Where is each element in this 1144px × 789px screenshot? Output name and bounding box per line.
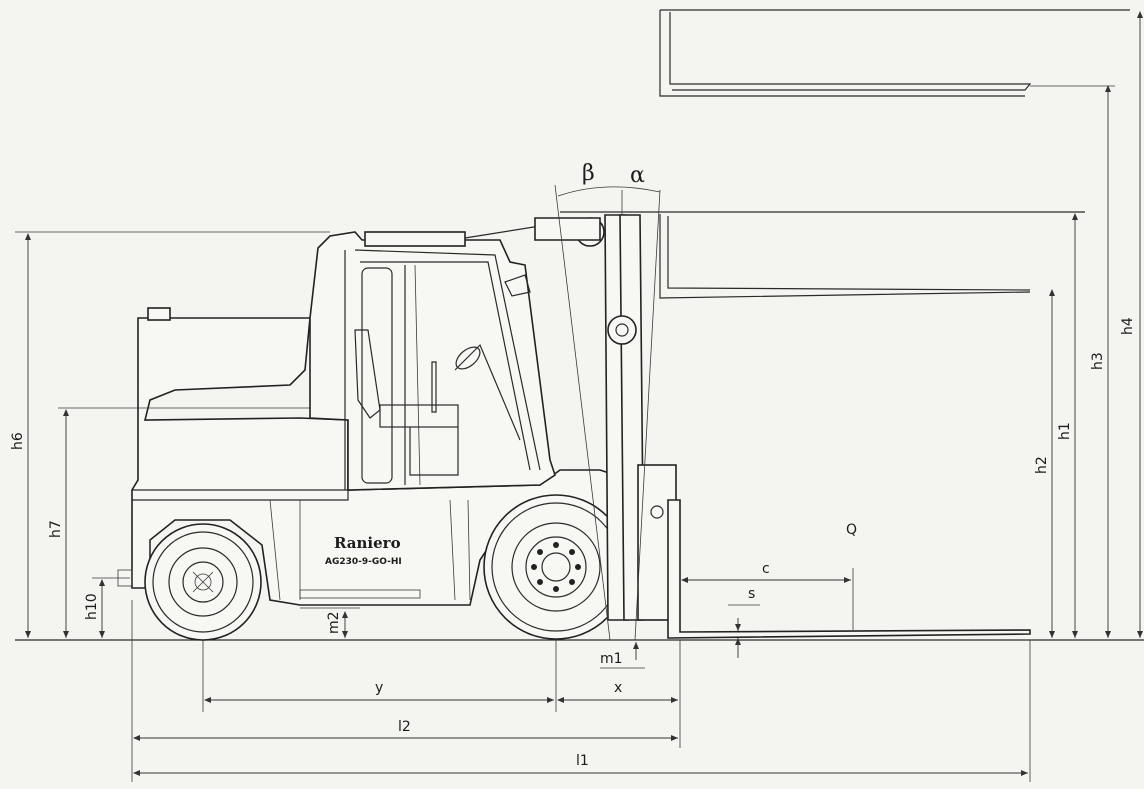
svg-text:l1: l1	[576, 753, 589, 769]
tilt-line-beta	[554, 184, 611, 641]
front-wheel	[483, 494, 629, 640]
dim-h3: h3	[1030, 85, 1115, 638]
label-alpha: α	[630, 163, 645, 188]
svg-text:c: c	[762, 561, 770, 577]
svg-text:l2: l2	[398, 719, 411, 735]
dim-c: c	[681, 561, 854, 630]
label-Q: Q	[846, 522, 857, 538]
dim-h2: h2	[1034, 289, 1055, 638]
tilt-line-alpha	[634, 189, 661, 641]
dim-s: s	[728, 586, 760, 658]
dim-m1: m1	[600, 642, 645, 669]
svg-text:h4: h4	[1120, 317, 1136, 335]
svg-text:h10: h10	[84, 593, 100, 620]
dim-h4: h4	[1120, 11, 1143, 638]
dim-h7: h7	[48, 407, 310, 638]
dim-l1: l1	[133, 753, 1028, 776]
rear-wheel	[144, 523, 262, 641]
svg-text:h1: h1	[1057, 422, 1073, 440]
dim-m2: m2	[300, 607, 360, 638]
model-name: AG230-9-GO-HI	[325, 557, 402, 567]
brand-name: Raniero	[334, 534, 401, 552]
fork-max-height	[659, 9, 1130, 97]
dim-x: x	[557, 680, 678, 703]
dim-h1: h1	[1057, 213, 1078, 638]
mast	[534, 214, 1031, 639]
dim-y: y	[204, 680, 554, 703]
label-beta: β	[582, 161, 595, 186]
svg-text:m2: m2	[326, 611, 342, 634]
svg-text:s: s	[748, 586, 755, 602]
svg-text:h6: h6	[10, 432, 26, 450]
svg-text:x: x	[614, 680, 622, 696]
cab	[309, 225, 556, 491]
tilt-arc	[557, 186, 661, 197]
svg-text:h2: h2	[1034, 456, 1050, 474]
svg-text:h3: h3	[1090, 352, 1106, 370]
svg-text:h7: h7	[48, 520, 64, 538]
dim-h10: h10	[84, 569, 133, 638]
dim-h6: h6	[10, 231, 330, 638]
svg-text:m1: m1	[600, 651, 623, 667]
svg-text:y: y	[375, 680, 383, 696]
fork-free-lift-height	[560, 211, 1085, 299]
dim-l2: l2	[133, 719, 678, 741]
